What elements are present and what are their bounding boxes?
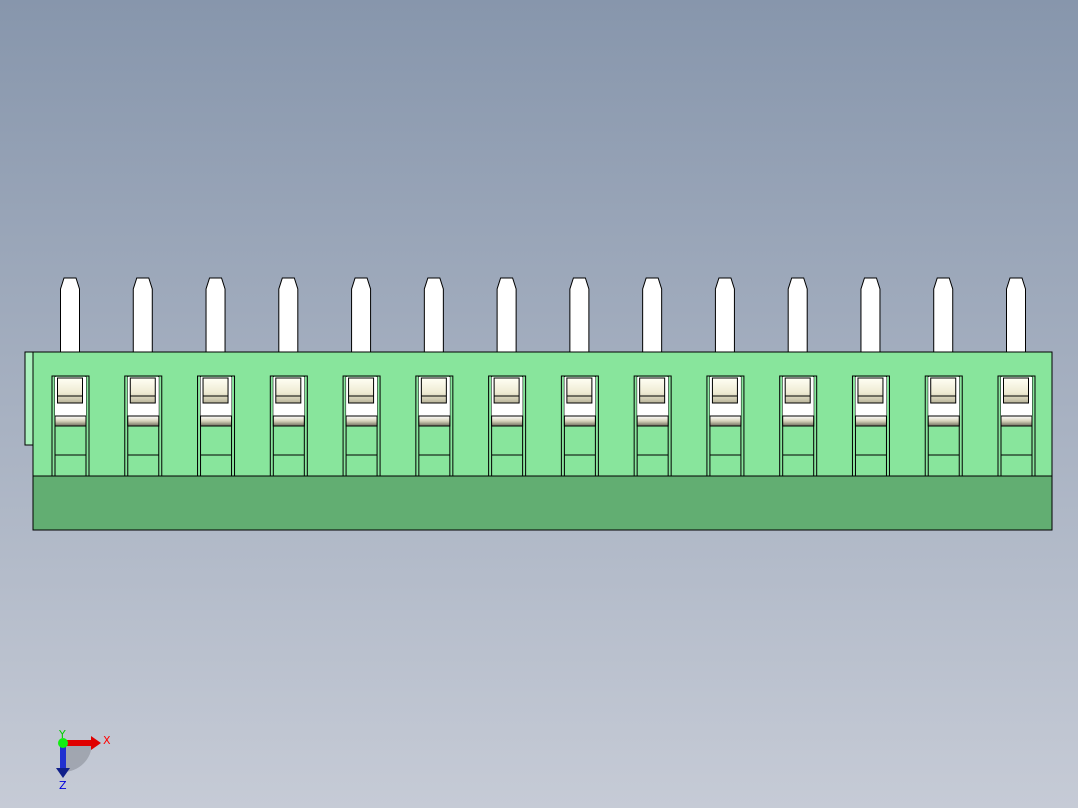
pin (60, 277, 80, 354)
pin (278, 277, 299, 354)
y-axis-dot (58, 738, 68, 748)
clamp-band (563, 415, 596, 427)
clamp-band (418, 415, 451, 427)
z-axis-arrowhead (56, 768, 70, 778)
pin (642, 277, 663, 354)
wire-clamp-slot[interactable] (779, 375, 818, 477)
z-axis-arrow (60, 743, 66, 769)
x-axis-label: X (103, 734, 111, 747)
pin (132, 277, 153, 354)
clamp-band (200, 415, 233, 427)
side-tab (24, 351, 34, 446)
wire-clamp-slot[interactable] (851, 375, 890, 477)
clamp-band (709, 415, 742, 427)
release-button[interactable] (493, 377, 520, 404)
clamp-band (782, 415, 815, 427)
release-button[interactable] (639, 377, 666, 404)
wire-clamp-slot[interactable] (415, 375, 454, 477)
clamp-band (927, 415, 960, 427)
release-button[interactable] (348, 377, 375, 404)
clamp-band (54, 415, 87, 427)
pin (423, 277, 444, 354)
y-axis-label: Y (58, 728, 66, 741)
release-button[interactable] (57, 377, 83, 404)
clamp-band (636, 415, 669, 427)
pin (933, 277, 954, 354)
clamp-band (127, 415, 160, 427)
pin (787, 277, 808, 354)
wire-clamp-slot[interactable] (560, 375, 599, 477)
clamp-band (345, 415, 378, 427)
housing-base (32, 475, 1053, 531)
wire-clamp-slot[interactable] (269, 375, 308, 477)
release-button[interactable] (420, 377, 447, 404)
pin (569, 277, 590, 354)
triad-shadow (63, 743, 92, 772)
release-button[interactable] (566, 377, 593, 404)
clamp-band (491, 415, 524, 427)
pin (714, 277, 735, 354)
wire-clamp-slot[interactable] (997, 375, 1036, 477)
wire-clamp-slot[interactable] (197, 375, 236, 477)
wire-clamp-slot[interactable] (51, 375, 90, 477)
release-button[interactable] (275, 377, 302, 404)
x-axis-arrowhead (91, 736, 101, 750)
z-axis-label: Z (59, 779, 67, 792)
pin (351, 277, 372, 354)
release-button[interactable] (202, 377, 229, 404)
wire-clamp-slot[interactable] (633, 375, 672, 477)
wire-clamp-slot[interactable] (124, 375, 163, 477)
wire-clamp-slot[interactable] (342, 375, 381, 477)
pin (860, 277, 881, 354)
release-button[interactable] (784, 377, 811, 404)
release-button[interactable] (857, 377, 884, 404)
clamp-band (854, 415, 887, 427)
release-button[interactable] (1003, 377, 1029, 404)
pin (496, 277, 517, 354)
pin (205, 277, 226, 354)
release-button[interactable] (930, 377, 957, 404)
pin (1006, 277, 1026, 354)
housing-body (32, 351, 1053, 477)
orientation-triad: X Y Z (56, 728, 111, 792)
x-axis-arrow (63, 740, 91, 746)
wire-clamp-slot[interactable] (488, 375, 527, 477)
wire-clamp-slot[interactable] (924, 375, 963, 477)
clamp-band (272, 415, 305, 427)
wire-clamp-slot[interactable] (706, 375, 745, 477)
clamp-band (1000, 415, 1033, 427)
release-button[interactable] (129, 377, 156, 404)
release-button[interactable] (711, 377, 738, 404)
